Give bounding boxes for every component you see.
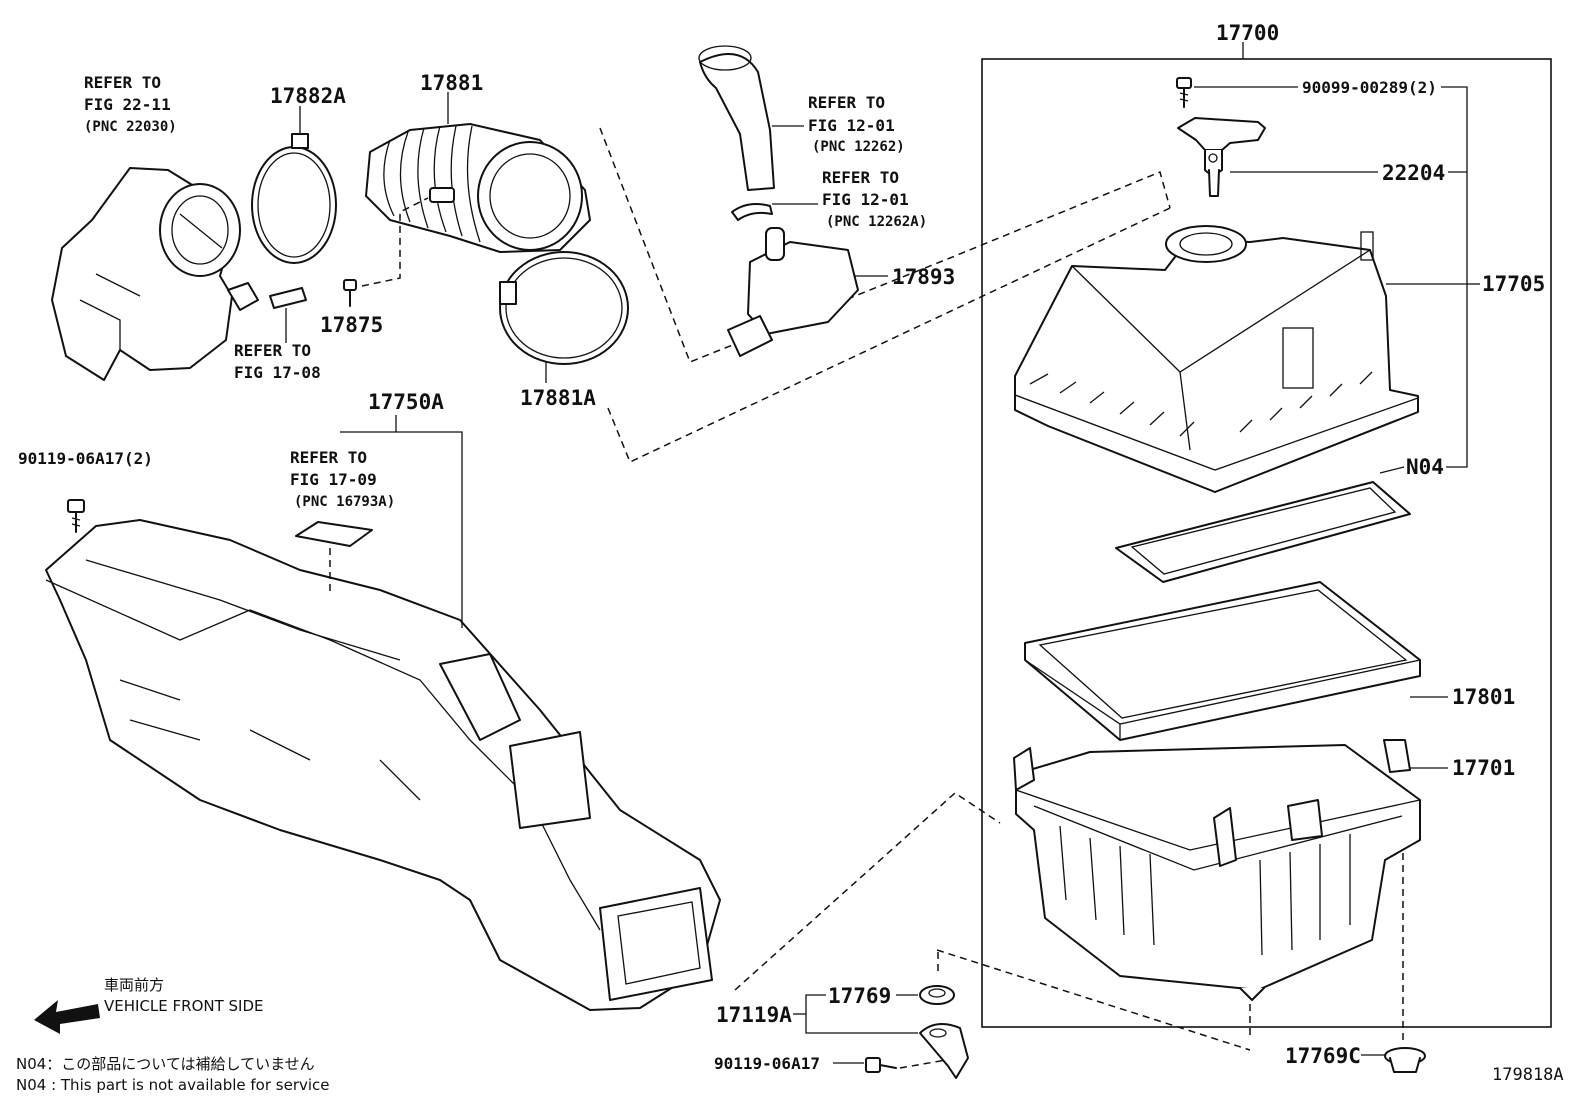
part-label-N04[interactable]: N04 bbox=[1406, 455, 1444, 479]
ref-22-11-line3: (PNC 22030) bbox=[84, 119, 177, 135]
part-label-22204[interactable]: 22204 bbox=[1382, 161, 1445, 185]
grommet-17769-icon bbox=[919, 985, 955, 1005]
part-label-17705[interactable]: 17705 bbox=[1482, 272, 1545, 296]
bolt-90119-2-icon bbox=[67, 499, 85, 533]
air-flow-meter-22204-icon bbox=[1177, 117, 1266, 197]
bolt-90119-icon bbox=[865, 1057, 897, 1073]
ref-17-08-line1: REFER TO bbox=[234, 341, 311, 360]
part-label-17801[interactable]: 17801 bbox=[1452, 685, 1515, 709]
part-label-90119-06A17-2[interactable]: 90119-06A17(2) bbox=[18, 449, 153, 468]
ref-12-01-a-line2: FIG 12-01 bbox=[808, 116, 895, 135]
grommet-17769C-icon bbox=[1384, 1047, 1426, 1073]
inlet-duct-17750A-icon bbox=[45, 519, 721, 1011]
intake-hose-17881-icon bbox=[365, 123, 591, 253]
part-label-17750A[interactable]: 17750A bbox=[368, 390, 444, 414]
part-label-17882A[interactable]: 17882A bbox=[270, 84, 346, 108]
small-hose-icon bbox=[269, 287, 307, 309]
bracket-17119A-icon bbox=[919, 1023, 969, 1079]
ref-22-11-line1: REFER TO bbox=[84, 73, 161, 92]
screw-17875-icon bbox=[343, 279, 357, 307]
resonator-17893-icon bbox=[727, 227, 859, 357]
note-jp: N04：この部品については補給していません bbox=[16, 1055, 315, 1073]
part-label-17881[interactable]: 17881 bbox=[420, 71, 483, 95]
part-label-17893[interactable]: 17893 bbox=[892, 265, 955, 289]
part-label-90099-00289[interactable]: 90099-00289(2) bbox=[1302, 78, 1437, 97]
part-label-17119A[interactable]: 17119A bbox=[716, 1003, 792, 1027]
direction-jp: 車両前方 bbox=[104, 976, 164, 994]
part-label-90119-06A17[interactable]: 90119-06A17 bbox=[714, 1054, 820, 1073]
part-label-17769C[interactable]: 17769C bbox=[1285, 1044, 1361, 1068]
figure-id: 179818A bbox=[1492, 1065, 1564, 1085]
filter-element-17801-icon bbox=[1024, 581, 1421, 741]
direction-en: VEHICLE FRONT SIDE bbox=[104, 997, 264, 1015]
air-cleaner-case-17701-icon bbox=[1013, 739, 1421, 1001]
gasket-N04-icon bbox=[1115, 481, 1411, 583]
ref-17-09-line1: REFER TO bbox=[290, 448, 367, 467]
ref-12-01-a-line3: (PNC 12262) bbox=[812, 139, 905, 155]
ref-17-09-line2: FIG 17-09 bbox=[290, 470, 377, 489]
ref-12-01-b-line1: REFER TO bbox=[822, 168, 899, 187]
hose-clamp-17881A-icon bbox=[499, 251, 629, 365]
ref-12-01-a-line1: REFER TO bbox=[808, 93, 885, 112]
note-en: N04 : This part is not available for ser… bbox=[16, 1076, 330, 1094]
ref-12-01-b-line3: (PNC 12262A) bbox=[826, 214, 927, 230]
screw-90099-icon bbox=[1176, 77, 1192, 108]
ref-17-08-line2: FIG 17-08 bbox=[234, 363, 321, 382]
ref-22-11-line2: FIG 22-11 bbox=[84, 95, 171, 114]
part-label-17701[interactable]: 17701 bbox=[1452, 756, 1515, 780]
air-cleaner-cap-17705-icon bbox=[1014, 225, 1419, 493]
throttle-body-icon bbox=[51, 167, 259, 381]
pcv-hose-icon bbox=[698, 45, 775, 191]
part-label-17769[interactable]: 17769 bbox=[828, 984, 891, 1008]
part-label-17700[interactable]: 17700 bbox=[1216, 21, 1279, 45]
vehicle-front-arrow-icon bbox=[34, 1000, 100, 1034]
ref-12-01-b-line2: FIG 12-01 bbox=[822, 190, 909, 209]
hose-clip-icon bbox=[731, 203, 773, 221]
seal-16793A-icon bbox=[295, 521, 373, 547]
assembly-17700-frame bbox=[981, 58, 1552, 1028]
part-label-17881A[interactable]: 17881A bbox=[520, 386, 596, 410]
hose-clamp-17882A-icon bbox=[251, 133, 337, 264]
part-label-17875[interactable]: 17875 bbox=[320, 313, 383, 337]
ref-17-09-line3: (PNC 16793A) bbox=[294, 494, 395, 510]
